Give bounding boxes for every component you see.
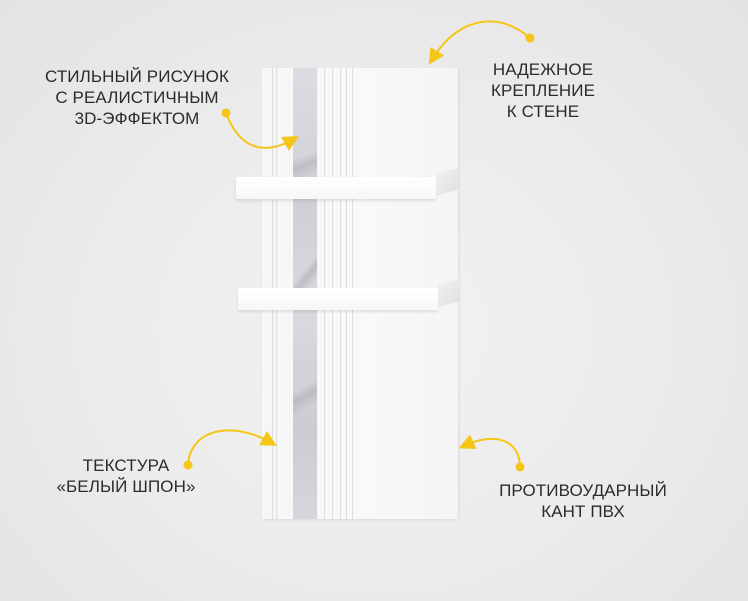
- callout-line: К СТЕНЕ: [506, 102, 580, 121]
- callout-stylish-pattern: СТИЛЬНЫЙ РИСУНОК С РЕАЛИСТИЧНЫМ 3D-ЭФФЕК…: [34, 66, 240, 129]
- callout-line: 3D-ЭФФЕКТОМ: [74, 109, 200, 128]
- callout-wall-mount: НАДЕЖНОЕ КРЕПЛЕНИЕ К СТЕНЕ: [480, 59, 606, 122]
- callout-line: «БЕЛЫЙ ШПОН»: [56, 477, 196, 496]
- shelf-upper: [236, 177, 436, 199]
- callout-line: КАНТ ПВХ: [541, 502, 625, 521]
- callout-line: КРЕПЛЕНИЕ: [490, 81, 596, 100]
- arrow-stylish-pattern: [221, 108, 299, 151]
- callout-edge: ПРОТИВОУДАРНЫЙ КАНТ ПВХ: [480, 480, 686, 522]
- callout-line: СТИЛЬНЫЙ РИСУНОК: [45, 67, 229, 86]
- callout-texture: ТЕКСТУРА «БЕЛЫЙ ШПОН»: [56, 455, 196, 497]
- arrow-edge: [458, 434, 525, 472]
- callout-line: ТЕКСТУРА: [82, 456, 170, 475]
- arrow-texture: [183, 429, 278, 470]
- arrow-wall-mount: [428, 20, 535, 65]
- shelf-lower: [238, 288, 438, 310]
- callout-line: НАДЕЖНОЕ: [492, 60, 594, 79]
- callout-line: ПРОТИВОУДАРНЫЙ: [499, 481, 667, 500]
- callout-line: С РЕАЛИСТИЧНЫМ: [55, 88, 219, 107]
